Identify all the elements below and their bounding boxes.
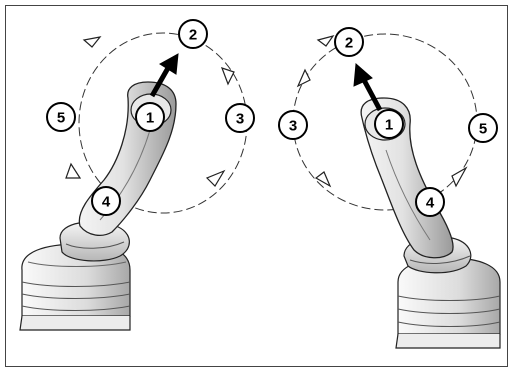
right-callout-4: 4 — [415, 187, 445, 217]
left-callout-2: 2 — [178, 19, 208, 49]
right-callout-5-label: 5 — [479, 121, 487, 138]
left-callout-2-label: 2 — [189, 27, 197, 44]
right-callout-1-label: 1 — [385, 117, 393, 134]
right-callout-3: 3 — [278, 110, 308, 140]
right-joystick-panel: 1 2 3 4 5 — [278, 27, 501, 349]
left-path-arrow-upper-right — [220, 67, 235, 86]
right-callout-5: 5 — [468, 113, 498, 143]
right-tilt-arrowhead — [353, 62, 373, 87]
left-callout-3: 3 — [225, 103, 255, 133]
right-callout-2: 2 — [334, 27, 364, 57]
right-callout-4-label: 4 — [426, 195, 435, 212]
right-path-arrow-top — [316, 34, 335, 47]
right-path-arrow-lower-left — [314, 171, 332, 188]
right-tilt-arrow — [361, 78, 383, 112]
left-path-arrow-top — [82, 36, 102, 48]
left-tilt-arrowhead — [159, 53, 179, 75]
right-path-arrow-upper-left — [296, 68, 311, 88]
left-rubber-boot — [19, 243, 131, 331]
left-path-arrow-lower-left — [65, 162, 82, 179]
left-joystick-panel: 1 2 3 4 5 — [19, 19, 255, 331]
left-callout-1: 1 — [135, 102, 165, 132]
left-callout-3-label: 3 — [236, 111, 244, 128]
left-callout-1-label: 1 — [146, 110, 154, 127]
right-callout-2-label: 2 — [345, 35, 353, 52]
left-path-arrow-lower-right — [205, 169, 226, 187]
right-callout-3-label: 3 — [289, 118, 297, 135]
left-callout-5-label: 5 — [57, 110, 65, 127]
right-path-arrow-lower-right — [451, 166, 468, 188]
left-tilt-arrow — [149, 66, 171, 98]
left-callout-4: 4 — [91, 186, 121, 216]
left-callout-4-label: 4 — [102, 194, 111, 211]
right-rubber-boot — [395, 257, 501, 349]
left-callout-5: 5 — [46, 102, 76, 132]
right-callout-1: 1 — [374, 109, 404, 139]
